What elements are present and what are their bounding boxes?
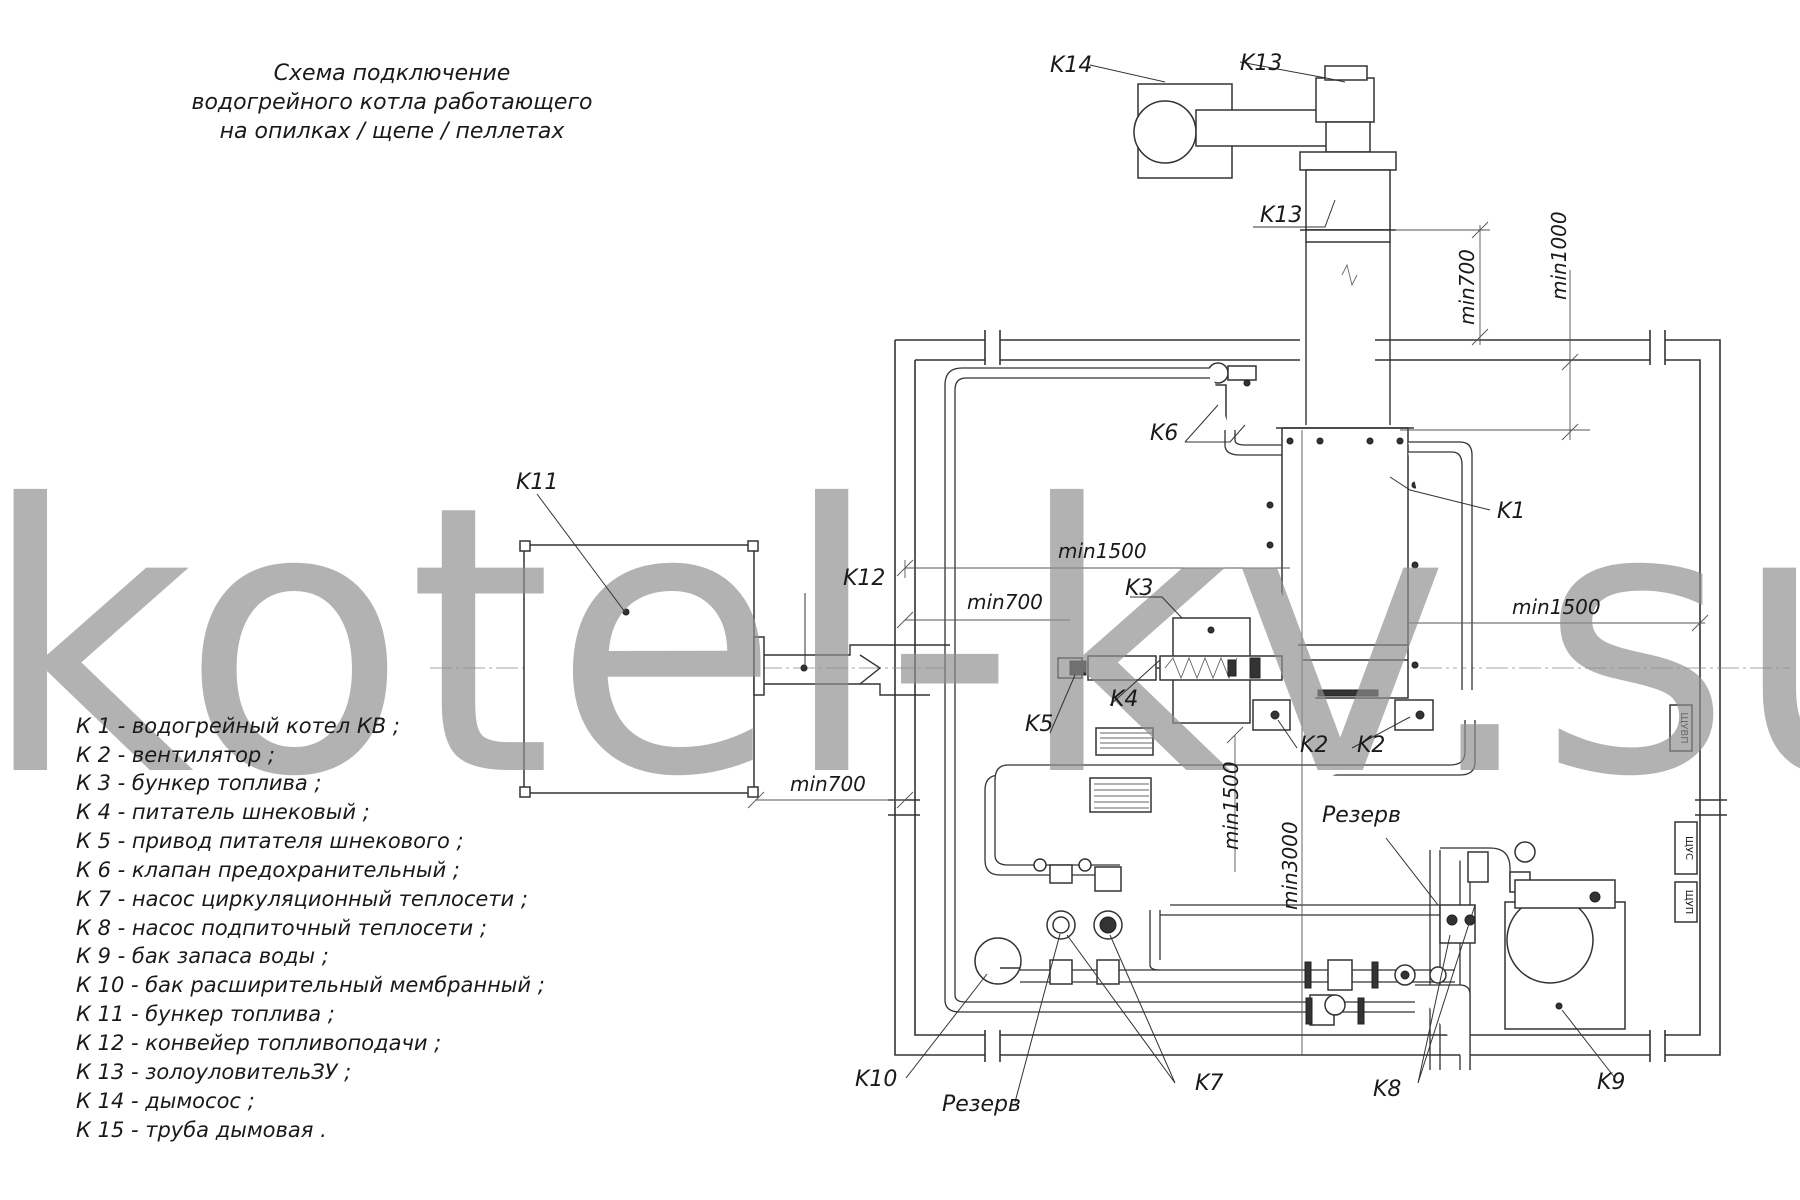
k7-circulation-pump (1093, 866, 1123, 985)
k14-smoke-exhauster (1133, 65, 1382, 179)
label-k13-top: K13 (1240, 51, 1282, 76)
k2-fan-right (1394, 699, 1434, 731)
k13-ash-collector (1299, 151, 1397, 243)
legend-item: К 13 - золоуловительЗУ ; (76, 1060, 351, 1084)
k1-hot-water-boiler (1266, 427, 1419, 699)
boiler-room-walls (888, 330, 1727, 1062)
k10-expansion-tank (974, 937, 1022, 985)
control-panels: ЩУВП ЩУС ЩУП (1669, 704, 1698, 923)
k4-screw-feeder (1159, 655, 1283, 681)
label-k7: K7 (1195, 1071, 1223, 1096)
k12-fuel-conveyor (764, 644, 950, 696)
label-k2-right: K2 (1357, 733, 1385, 758)
label-k5: K5 (1025, 712, 1053, 737)
title-line-1: Схема подключение (274, 61, 511, 86)
legend: К 1 - водогрейный котел КВ ; К 2 - венти… (76, 714, 545, 1142)
dim-min1500-top: min1500 (1058, 539, 1147, 563)
panel-shuvp-label: ЩУВП (1678, 712, 1689, 743)
legend-item: К 7 - насос циркуляционный теплосети ; (76, 887, 528, 911)
legend-item: К 1 - водогрейный котел КВ ; (76, 714, 400, 738)
legend-item: К 6 - клапан предохранительный ; (76, 858, 460, 882)
legend-item: К 12 - конвейер топливоподачи ; (76, 1031, 441, 1055)
k9-water-storage-tank (1504, 879, 1626, 1030)
legend-item: К 14 - дымосос ; (76, 1089, 255, 1113)
stairs (1089, 727, 1154, 813)
label-k4: K4 (1110, 687, 1138, 712)
legend-item: К 3 - бункер топлива ; (76, 771, 321, 795)
legend-item: К 11 - бункер топлива ; (76, 1002, 335, 1026)
legend-item: К 8 - насос подпиточный теплосети ; (76, 916, 487, 940)
legend-item: К 2 - вентилятор ; (76, 743, 275, 767)
dim-min1500-vertical: min1500 (1219, 761, 1243, 850)
legend-item: К 10 - бак расширительный мембранный ; (76, 973, 545, 997)
k15-chimney (1305, 242, 1391, 425)
title-line-3: на опилках / щепе / пеллетах (220, 119, 566, 144)
legend-item: К 5 - привод питателя шнекового ; (76, 829, 464, 853)
dim-min1500-right: min1500 (1512, 595, 1601, 619)
label-k1: K1 (1497, 499, 1525, 524)
label-k6: K6 (1150, 421, 1178, 446)
diagram-title: Схема подключение водогрейного котла раб… (192, 61, 593, 144)
label-k9: K9 (1597, 1070, 1625, 1095)
bottom-header-fittings (1304, 959, 1447, 1026)
label-k13-middle: K13 (1260, 203, 1302, 228)
label-reserve-top: Резерв (1322, 803, 1401, 828)
label-k8: K8 (1373, 1077, 1401, 1102)
label-k3: K3 (1125, 576, 1153, 601)
legend-item: К 15 - труба дымовая . (76, 1118, 327, 1142)
dimension-labels: min700 min1000 min1500 min700 min1500 mi… (790, 211, 1601, 910)
panel-shus-label: ЩУС (1683, 836, 1694, 860)
k11-fuel-bunker (519, 540, 765, 798)
dim-min3000-vertical: min3000 (1278, 821, 1302, 910)
leader-lines (536, 61, 1616, 1103)
label-k2-left: K2 (1300, 733, 1328, 758)
dimension-lines (747, 221, 1709, 1055)
label-k11: K11 (516, 470, 558, 495)
legend-item: К 9 - бак запаса воды ; (76, 944, 329, 968)
label-k10: K10 (855, 1067, 897, 1092)
label-k14: K14 (1050, 53, 1092, 78)
dim-min700-left: min700 (967, 590, 1043, 614)
dim-min700-vertical: min700 (1455, 249, 1479, 325)
k2-fan-left (1252, 699, 1291, 731)
label-k12: K12 (843, 566, 885, 591)
k5-feeder-drive (1057, 655, 1160, 681)
legend-item: К 4 - питатель шнековый ; (76, 800, 370, 824)
watermark: kotel-kv.su (0, 428, 1800, 858)
dim-min700-bottom: min700 (790, 772, 866, 796)
dim-min1000-vertical: min1000 (1547, 211, 1571, 300)
title-line-2: водогрейного котла работающего (192, 90, 593, 115)
label-reserve-bottom: Резерв (942, 1092, 1021, 1117)
component-labels: K14 K13 K13 K6 K1 K11 K12 K3 K4 K5 K2 K2… (516, 51, 1625, 1117)
panel-shup-label: ЩУП (1683, 890, 1694, 915)
